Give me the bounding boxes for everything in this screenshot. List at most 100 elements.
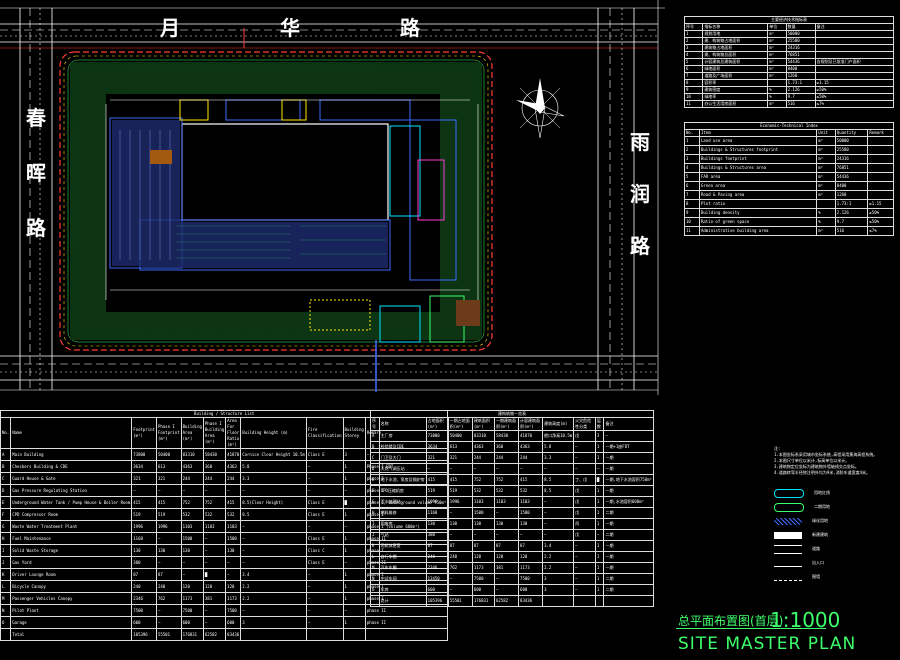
table-cell: 司机休息室 [378, 540, 427, 552]
table-cell: 25580 [834, 145, 869, 155]
table-cell: CPD压缩机房 [378, 485, 427, 497]
table-cell: Passenger Vehicles Canopy [10, 592, 133, 605]
table-cell [342, 628, 366, 641]
table-cell: 1 [594, 518, 605, 530]
table-cell: 总计 [378, 595, 427, 607]
table-cell: 1 [342, 532, 366, 545]
table-cell: 道路及广场面积 [702, 72, 769, 80]
table-cell: 73800 [425, 430, 449, 442]
table-cell: Building density [698, 208, 818, 218]
table-cell [0, 628, 12, 641]
table-cell: 380 [131, 556, 157, 569]
column-header: 数量 [785, 23, 816, 31]
table-cell: Waste Water Treatment Plant [10, 520, 133, 533]
table-cell: — [603, 430, 654, 442]
table-cell: 1260 [785, 72, 816, 80]
table-cell: Plot ratio [698, 199, 818, 209]
drawing-title-en: SITE MASTER PLAN [678, 634, 857, 654]
table-cell: — [573, 540, 596, 552]
table-cell: I [0, 544, 12, 557]
table-cell: M [0, 592, 12, 605]
table-cell: Class E [305, 508, 344, 521]
table-cell: Buildings footprint [698, 154, 818, 164]
table-cell: 8 [683, 79, 704, 87]
table-cell: Gas Pressure Regulating Station [10, 484, 133, 497]
table-cell: — [493, 463, 520, 475]
legend-label: 二期用地 [814, 504, 830, 509]
column-header: No. [684, 129, 700, 137]
table-cell: 3634 [131, 460, 157, 473]
table-cell: — [305, 592, 344, 605]
note-line: 1.本图坐标系采用城市坐标系统,高程采用黄海高程系统。 [774, 452, 878, 457]
table-cell: H [0, 532, 12, 545]
table-cell: 1173 [518, 562, 544, 574]
column-header: Remark [867, 129, 894, 137]
table-cell: 2346 [425, 562, 449, 574]
table-cell: Bicycle Canopy [10, 580, 133, 593]
table-cell: 污水处理站 [378, 496, 427, 508]
table-cell: 600 [225, 616, 242, 629]
road-char: 路 [26, 216, 46, 240]
legend-swatch [774, 517, 802, 525]
table-cell: 532 [225, 508, 242, 521]
table-cell: 1.73:1 [785, 79, 816, 87]
table-cell: 门卫及大门 [378, 452, 427, 464]
table-cell: 752 [180, 496, 204, 509]
table-cell: 8400 [834, 181, 869, 191]
table-cell: 一期,地下水池容积750m³ [603, 474, 654, 486]
table-cell: 规划用地 [702, 30, 769, 38]
table-cell: 532 [202, 508, 227, 521]
table-cell: 87 [493, 540, 520, 552]
table-title: 建构筑物一览表 [370, 410, 654, 418]
table-cell: m² [767, 72, 787, 80]
table-cell: 11 [683, 100, 704, 108]
south-road [0, 355, 658, 381]
legend-label: 用地红线 [814, 490, 830, 495]
road-char: 春 [26, 106, 46, 130]
table-cell: 613 [155, 460, 182, 473]
table-cell [816, 199, 836, 209]
table-cell: 1103 [225, 520, 242, 533]
table-cell: 8.5 [542, 485, 575, 497]
table-cell: — [155, 616, 182, 629]
table-cell: 7 [683, 72, 704, 80]
table-cell: 戊 [573, 529, 596, 541]
table-cell: 1173 [180, 592, 204, 605]
compass-icon [516, 78, 565, 139]
table-cell: 5.8 [240, 460, 307, 473]
table-cell: 地下水池、泵房及锅炉房 [378, 474, 427, 486]
table-cell: 62582 [202, 628, 227, 641]
table-cell: 321 [131, 472, 157, 485]
table-cell [867, 163, 894, 173]
table-cell: — [342, 604, 366, 617]
column-header: Phase I Footprint (m²) [155, 417, 182, 449]
table-cell [814, 72, 895, 80]
road-label-east: 雨 润 路 [630, 132, 650, 256]
column-header: 名称 [378, 417, 427, 431]
table-header-row: 序号名称占地面积(m²)一期占地面积(m²)建筑面积(m²)一期建筑面积(m²)… [370, 417, 654, 431]
table-cell: Underground Water Tank / Pump House & Bo… [10, 496, 133, 509]
building-list-table-cn: 建构筑物一览表序号名称占地面积(m²)一期占地面积(m²)建筑面积(m²)一期建… [370, 410, 654, 607]
table-cell: K [370, 540, 380, 552]
column-header: Item [698, 129, 818, 137]
table-cell [573, 595, 596, 607]
table-cell: C [370, 452, 380, 464]
column-header: Building Storey [342, 417, 366, 449]
site-boundary [59, 51, 493, 351]
table-cell: 1 [342, 580, 366, 593]
table-cell: 10 [684, 217, 700, 227]
table-cell: — [573, 452, 596, 464]
legend-item: 用地红线 [774, 486, 894, 500]
table-cell: 244 [471, 452, 495, 464]
table-cell: 4363 [518, 441, 544, 453]
table-cell: 戊 [573, 430, 596, 442]
table-cell: 固废库 [378, 518, 427, 530]
